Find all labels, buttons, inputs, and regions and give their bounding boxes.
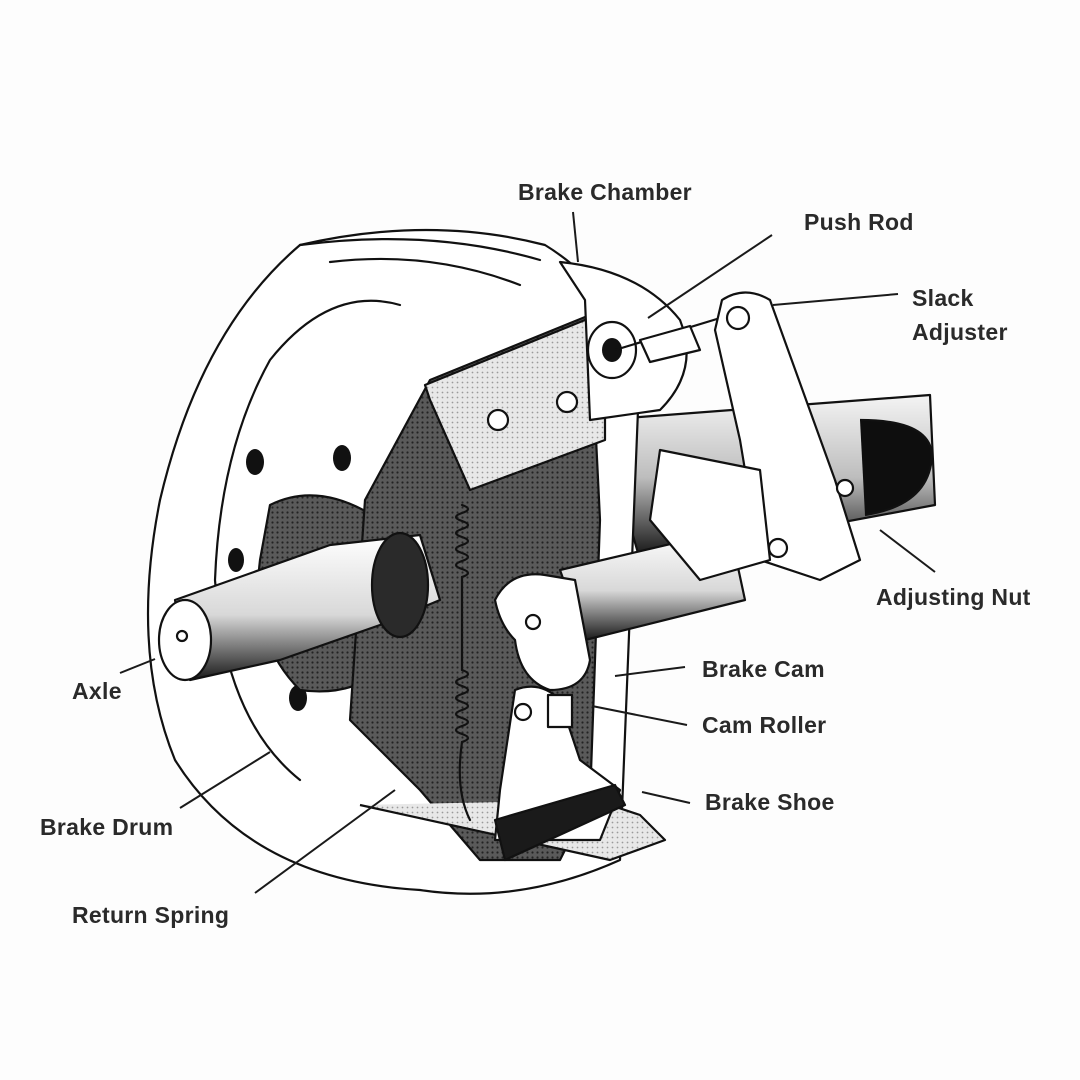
leader-cam-roller (591, 705, 688, 726)
leader-brake-shoe (641, 791, 691, 804)
label-return-spring: Return Spring (72, 902, 230, 928)
leader-brake-cam (614, 666, 686, 677)
label-brake-shoe: Brake Shoe (705, 789, 835, 815)
label-push-rod: Push Rod (804, 209, 914, 235)
return-spring-part (454, 503, 472, 822)
leader-slack-adjuster (772, 293, 899, 306)
brake-shoe-part (493, 685, 627, 862)
push-rod-assembly (613, 313, 732, 364)
label-brake-chamber: Brake Chamber (518, 179, 692, 205)
leader-push-rod (647, 234, 773, 319)
leader-lines (119, 211, 936, 894)
label-axle: Axle (72, 678, 122, 704)
leader-brake-chamber (572, 211, 579, 263)
axle-spindle (157, 531, 442, 682)
label-brake-cam: Brake Cam (702, 656, 825, 682)
label-adjusting-nut: Adjusting Nut (876, 584, 1031, 610)
wheel-bolt-holes (228, 445, 351, 711)
label-slack-adjuster-line1: Slack (912, 285, 974, 311)
leader-return-spring (254, 789, 396, 894)
brake-chamber-body (558, 260, 688, 422)
label-cam-roller: Cam Roller (702, 712, 827, 738)
label-slack-adjuster-line2: Adjuster (912, 319, 1008, 345)
leader-axle (119, 658, 156, 674)
brake-cam-part (493, 573, 592, 692)
label-brake-drum: Brake Drum (40, 814, 174, 840)
leader-adjusting-nut (879, 529, 936, 573)
leader-brake-drum (179, 751, 271, 809)
